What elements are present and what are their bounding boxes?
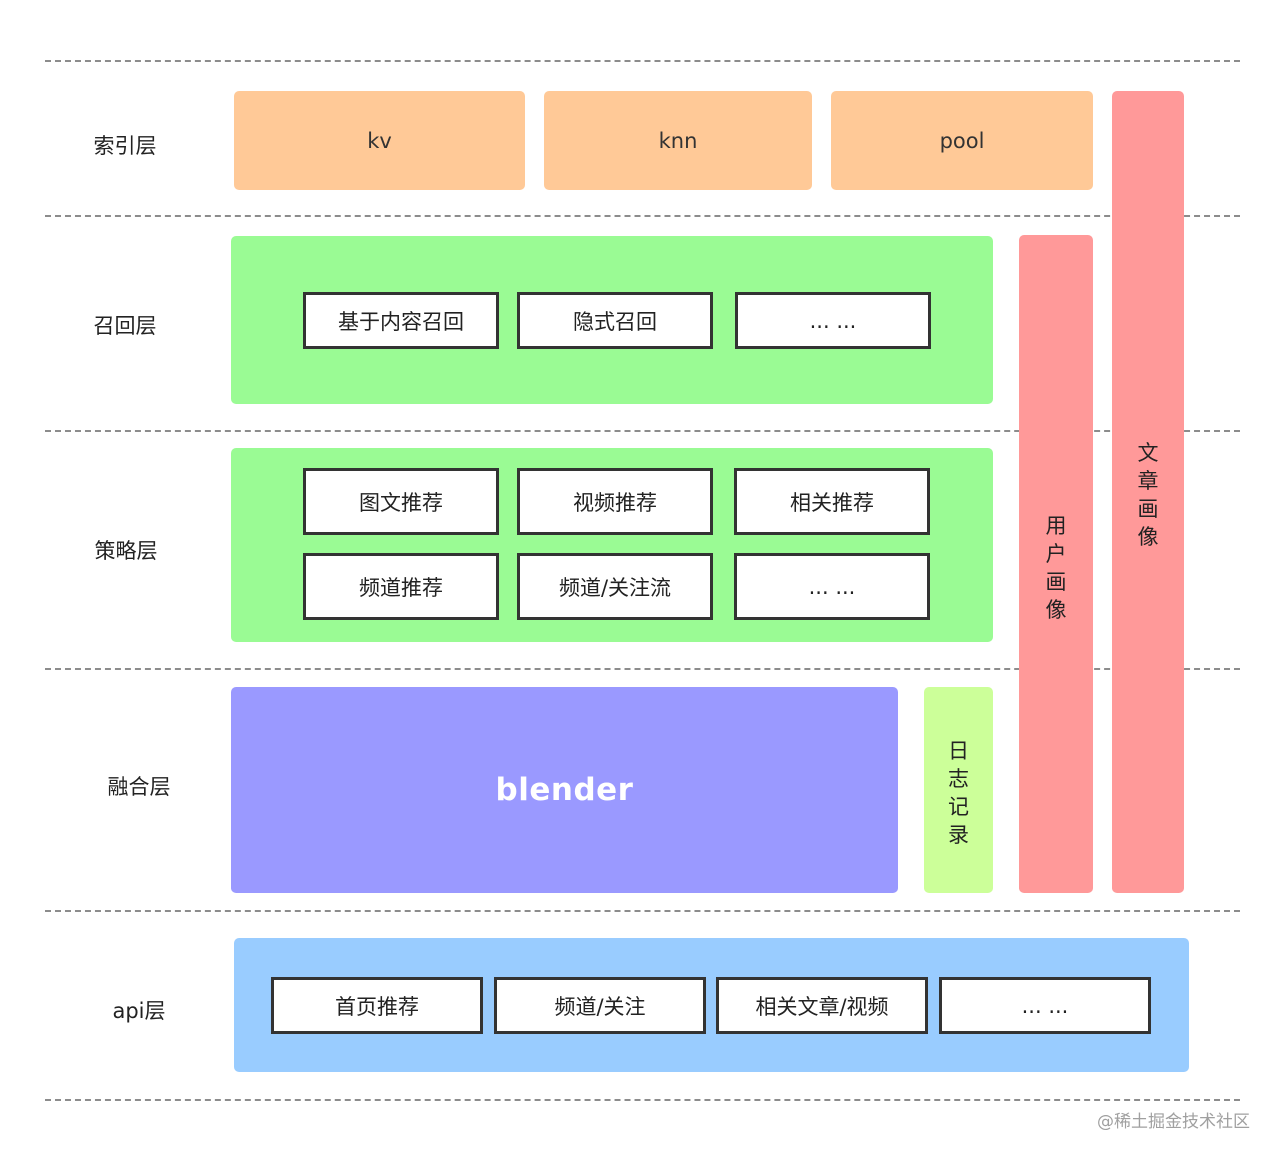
log-record-box: 日 志 记 录 [924,687,993,893]
strategy-article-box: 图文推荐 [303,468,499,535]
separator-line [45,1099,1240,1101]
separator-line [45,910,1240,912]
separator-line [45,215,1240,217]
strategy-more-box: ... ... [734,553,930,620]
layer-label-api: api层 [112,999,166,1023]
layer-label-strategy: 策略层 [94,539,158,563]
separator-line [45,60,1240,62]
user-profile-label: 用 户 画 像 [1045,514,1067,622]
layer-label-index: 索引层 [93,134,157,158]
recall-implicit-box: 隐式召回 [517,292,713,349]
api-channel-follow-box: 频道/关注 [494,977,706,1034]
index-pool-box: pool [831,91,1093,190]
recall-more-box: ... ... [735,292,931,349]
article-profile-label: 文 章 画 像 [1137,441,1159,549]
log-record-label: 日 志 记 录 [948,739,969,847]
api-more-box: ... ... [939,977,1151,1034]
strategy-video-box: 视频推荐 [517,468,713,535]
strategy-channel-box: 频道推荐 [303,553,499,620]
index-kv-box: kv [234,91,525,190]
blender-box: blender [231,687,898,893]
api-home-box: 首页推荐 [271,977,483,1034]
watermark: @稀土掘金技术社区 [1097,1112,1250,1132]
separator-line [45,668,1240,670]
strategy-channel-follow-box: 频道/关注流 [517,553,713,620]
article-profile-column: 文 章 画 像 [1112,91,1184,893]
layer-label-recall: 召回层 [93,314,157,338]
separator-line [45,430,1240,432]
user-profile-column: 用 户 画 像 [1019,235,1093,893]
api-related-box: 相关文章/视频 [716,977,928,1034]
index-knn-box: knn [544,91,812,190]
strategy-related-box: 相关推荐 [734,468,930,535]
recall-content-based-box: 基于内容召回 [303,292,499,349]
blender-label: blender [495,772,634,808]
layer-label-fusion: 融合层 [107,775,171,799]
